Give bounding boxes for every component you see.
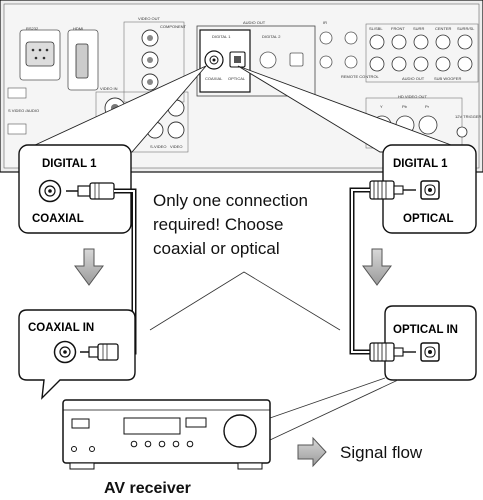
note-line-3: coaxial or optical	[153, 239, 280, 258]
video-in-label: VIDEO IN	[100, 86, 118, 91]
note-line-2: required! Choose	[153, 215, 283, 234]
rs232-label: RS232	[26, 26, 39, 31]
digital1-coaxial-callout: DIGITAL 1 COAXIAL	[18, 144, 132, 234]
audio-out-label: AUDIO OUT	[243, 20, 266, 25]
sub-woofer-label: SUB WOOFER	[434, 76, 461, 81]
signal-flow-arrow-icon	[297, 436, 327, 468]
av-receiver-label: AV receiver	[104, 480, 191, 497]
optical-panel-label: OPTICAL	[228, 76, 246, 81]
hdmi-label: HDMI	[73, 26, 83, 31]
digital2-panel-label: DIGITAL 2	[262, 34, 281, 39]
rca-plug-icon	[66, 182, 115, 200]
video-label: VIDEO	[170, 144, 182, 149]
hd-pr-label: Pr	[425, 104, 430, 109]
coaxial-panel-label: COAXIAL	[205, 76, 223, 81]
analog-label-2: FRONT	[391, 26, 405, 31]
video-out-component: VIDEO OUT COMPONENT	[123, 16, 187, 103]
remote-control-label: REMOTE CONTROL	[341, 74, 380, 79]
analog-audio-out: SL/SBL FRONT SURR CENTER SURR/SL AUDIO O…	[365, 23, 479, 83]
optical-in-label: OPTICAL IN	[393, 324, 458, 336]
ir-label: IR	[323, 20, 327, 25]
component-label: COMPONENT	[160, 24, 187, 29]
video-out-label: VIDEO OUT	[138, 16, 161, 21]
hd-video-out-label: HD VIDEO OUT	[398, 94, 427, 99]
analog-label-3: SURR	[413, 26, 424, 31]
optical-in-callout: OPTICAL IN	[384, 305, 477, 381]
svideo-audio-label: S VIDEO /AUDIO	[8, 108, 39, 113]
signal-flow-label: Signal flow	[340, 443, 423, 462]
note-pointer-lines	[149, 271, 341, 331]
trigger-label: 12V TRIGGER	[455, 114, 481, 119]
digital1-coaxial-sub: COAXIAL	[32, 213, 84, 225]
svideo-audio-block: S VIDEO /AUDIO	[7, 87, 39, 135]
digital1-panel-label: DIGITAL 1	[212, 34, 231, 39]
coaxial-in-callout: COAXIAL IN	[18, 309, 136, 400]
hdmi-port: HDMI	[67, 26, 99, 91]
svideo-label: S-VIDEO	[150, 144, 166, 149]
digital1-optical-title: DIGITAL 1	[393, 158, 448, 170]
analog-label-5: SURR/SL	[457, 26, 475, 31]
hd-y-label: Y	[380, 104, 383, 109]
coaxial-in-label: COAXIAL IN	[28, 322, 94, 334]
optical-in-plug-icon	[369, 342, 416, 362]
signal-down-arrow-left	[74, 248, 104, 286]
optical-in-pointer-line-2	[269, 379, 399, 441]
digital1-optical-callout: DIGITAL 1 OPTICAL	[382, 144, 477, 234]
optical-in-pointer-line-1	[269, 377, 386, 419]
signal-flow-legend: Signal flow	[297, 436, 423, 468]
analog-label-1: SL/SBL	[369, 26, 383, 31]
note-line-1: Only one connection	[153, 191, 308, 210]
rs232-port: RS232	[19, 26, 61, 81]
coaxial-in-plug-icon	[80, 343, 119, 361]
signal-down-arrow-right	[362, 248, 392, 286]
digital1-coaxial-title: DIGITAL 1	[42, 158, 97, 170]
hd-pb-label: Pb	[402, 104, 408, 109]
digital1-optical-sub: OPTICAL	[403, 213, 453, 225]
ir-block: IR REMOTE CONTROL	[319, 20, 380, 79]
analog-label-4: CENTER	[435, 26, 452, 31]
note-text: Only one connection required! Choose coa…	[153, 191, 308, 258]
av-receiver-icon	[62, 399, 271, 470]
audio-out-digital: AUDIO OUT DIGITAL 1 COAXIAL OPTICAL DIGI…	[196, 20, 316, 97]
audio-out-lower-label: AUDIO OUT	[402, 76, 425, 81]
optical-plug-icon	[369, 180, 416, 200]
